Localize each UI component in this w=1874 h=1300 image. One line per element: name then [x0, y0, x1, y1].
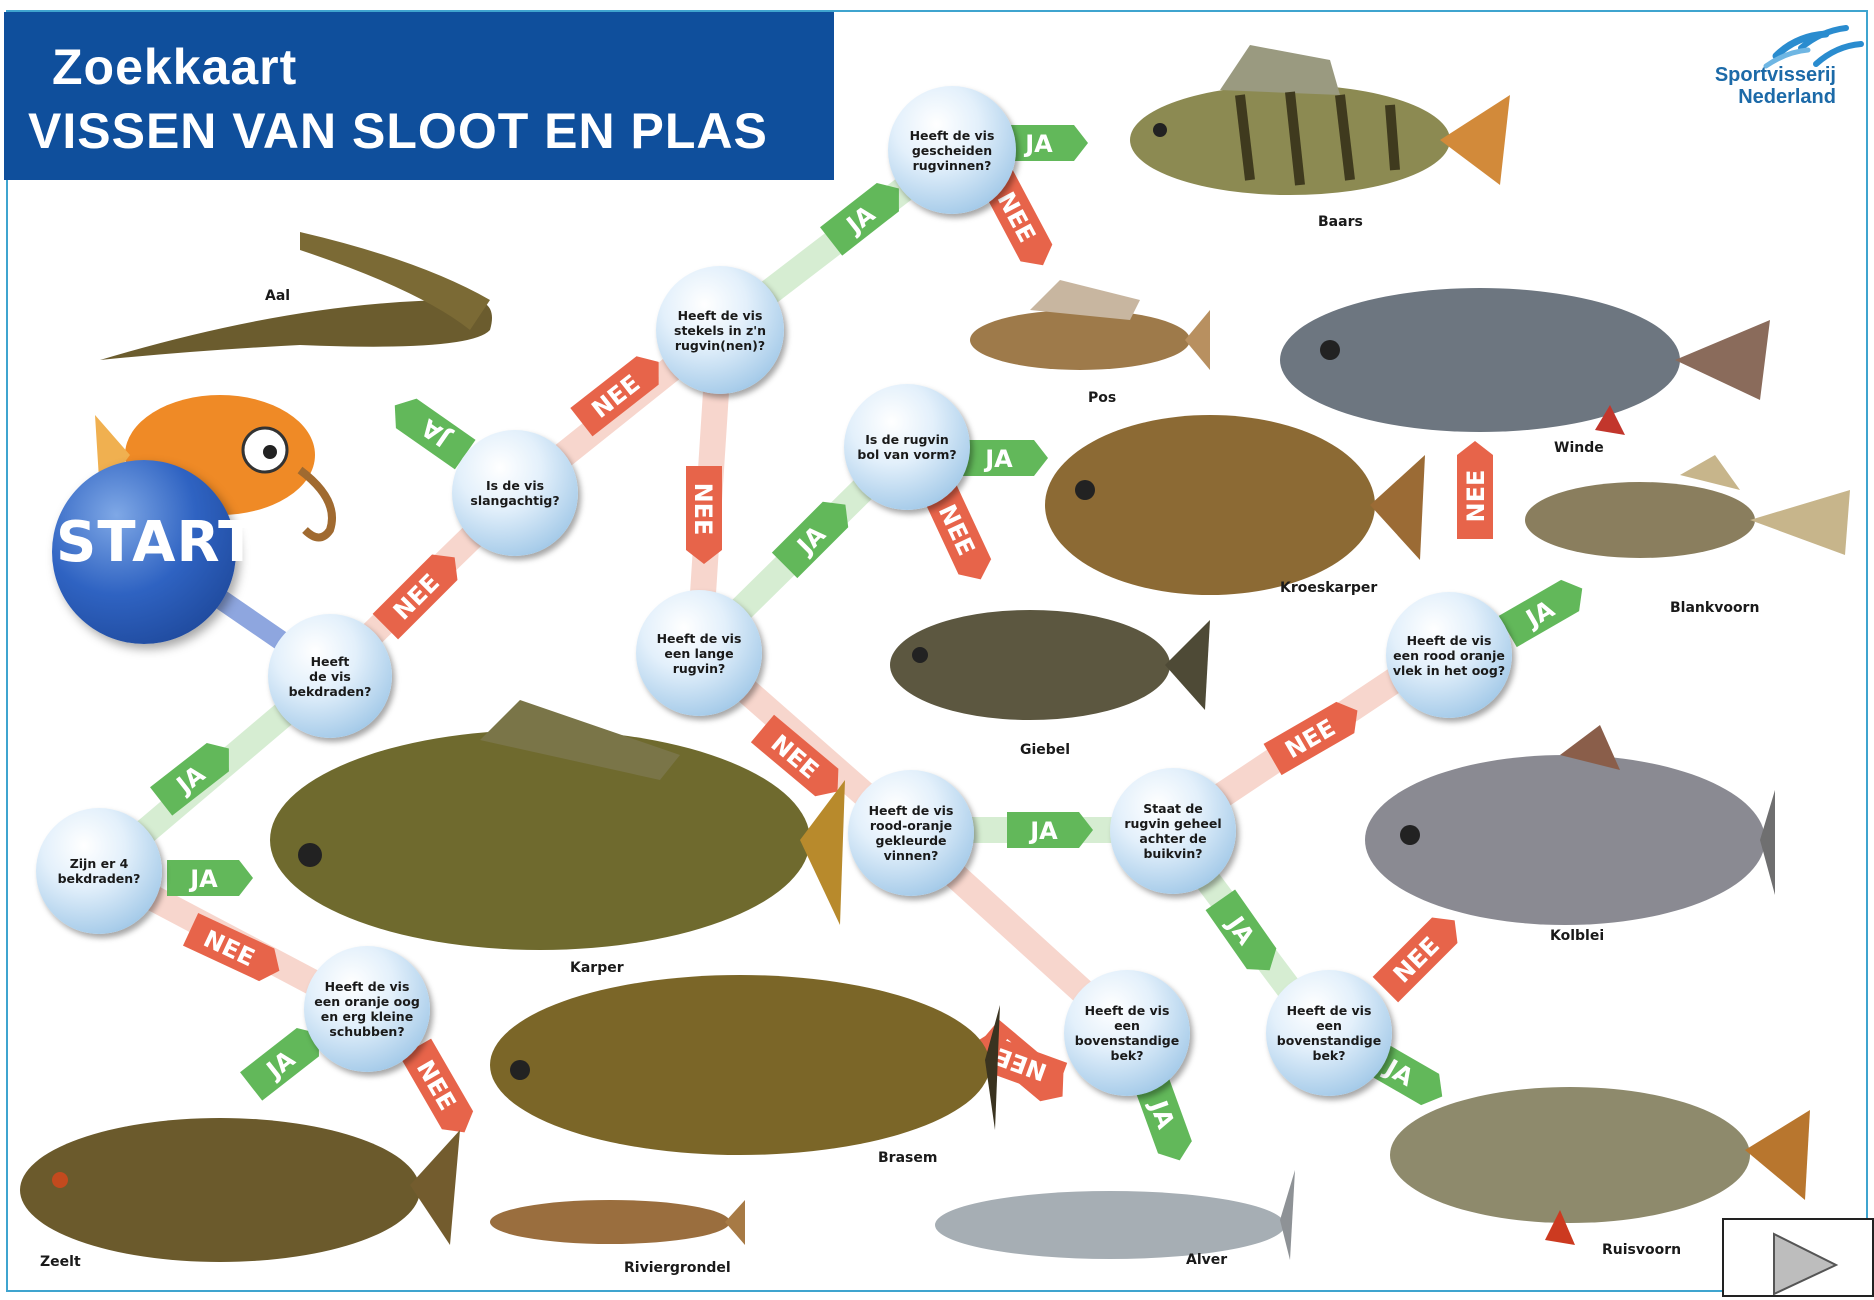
question-gescheiden-rugvinnen[interactable]: Heeft de vis gescheiden rugvinnen? — [888, 86, 1016, 214]
start-label: START — [56, 510, 257, 575]
fish-label-pos: Pos — [1088, 390, 1116, 406]
next-slide-button[interactable] — [1722, 1218, 1874, 1297]
question-bovenstandig1-text: Heeft de vis een bovenstandige bek? — [1075, 1003, 1179, 1063]
fish-label-kolblei: Kolblei — [1550, 928, 1604, 944]
fish-label-baars: Baars — [1318, 214, 1363, 230]
question-bol-text: Is de rugvin bol van vorm? — [857, 432, 956, 462]
question-slangachtig[interactable]: Is de vis slangachtig? — [452, 430, 578, 556]
ide-image — [1280, 288, 1770, 435]
question-rugvin-achter-text: Staat de rugvin geheel achter de buikvin… — [1124, 801, 1221, 861]
question-slangachtig-text: Is de vis slangachtig? — [470, 478, 559, 508]
crucian-carp-image — [1045, 415, 1425, 595]
fish-label-karper: Karper — [570, 960, 624, 976]
question-lange-rugvin-text: Heeft de vis een lange rugvin? — [657, 631, 742, 676]
question-gescheiden-text: Heeft de vis gescheiden rugvinnen? — [910, 128, 995, 173]
fish-label-winde: Winde — [1554, 440, 1604, 456]
fish-label-kroeskarper: Kroeskarper — [1280, 580, 1377, 596]
fish-label-ruisvoorn: Ruisvoorn — [1602, 1242, 1681, 1258]
question-bovenstandige-bek-2[interactable]: Heeft de vis een bovenstandige bek? — [1266, 970, 1392, 1096]
fish-label-alver: Alver — [1186, 1252, 1227, 1268]
prussian-carp-image — [890, 610, 1210, 720]
bleak-image — [935, 1170, 1295, 1260]
fish-label-aal: Aal — [265, 288, 290, 304]
gudgeon-image — [490, 1200, 745, 1245]
question-stekels[interactable]: Heeft de vis stekels in z'n rugvin(nen)? — [656, 266, 784, 394]
perch-image — [1130, 45, 1510, 195]
question-stekels-text: Heeft de vis stekels in z'n rugvin(nen)? — [674, 308, 766, 353]
question-bekdraden[interactable]: Heeft de vis bekdraden? — [268, 614, 392, 738]
fish-label-riviergrondel: Riviergrondel — [624, 1260, 731, 1276]
question-bekdraden-text: Heeft de vis bekdraden? — [289, 654, 372, 699]
eel-image — [100, 232, 492, 360]
question-oranje-oog-text: Heeft de vis een oranje oog en erg klein… — [314, 979, 420, 1039]
question-rugvin-bol[interactable]: Is de rugvin bol van vorm? — [844, 384, 970, 510]
question-vlek-oog-text: Heeft de vis een rood oranje vlek in het… — [1393, 633, 1505, 678]
fish-label-blankvoorn: Blankvoorn — [1670, 600, 1759, 616]
fish-label-brasem: Brasem — [878, 1150, 937, 1166]
question-bovenstandige-bek-1[interactable]: Heeft de vis een bovenstandige bek? — [1064, 970, 1190, 1096]
fish-label-giebel: Giebel — [1020, 742, 1070, 758]
question-roodoranje-text: Heeft de vis rood-oranje gekleurde vinne… — [869, 803, 954, 863]
question-vlek-in-oog[interactable]: Heeft de vis een rood oranje vlek in het… — [1386, 592, 1512, 718]
question-lange-rugvin[interactable]: Heeft de vis een lange rugvin? — [636, 590, 762, 716]
question-oranje-oog[interactable]: Heeft de vis een oranje oog en erg klein… — [304, 946, 430, 1072]
silver-bream-image — [1365, 725, 1775, 925]
roach-image — [1525, 455, 1850, 558]
question-rugvin-achter-buikvin[interactable]: Staat de rugvin geheel achter de buikvin… — [1110, 768, 1236, 894]
tench-image — [20, 1118, 460, 1262]
ruffe-image — [970, 280, 1210, 370]
question-vier-bekdraden-text: Zijn er 4 bekdraden? — [58, 856, 141, 886]
question-bovenstandig2-text: Heeft de vis een bovenstandige bek? — [1277, 1003, 1381, 1063]
fish-label-zeelt: Zeelt — [40, 1254, 81, 1270]
carp-image — [270, 700, 845, 950]
bream-image — [490, 975, 1000, 1155]
question-rood-oranje-vinnen[interactable]: Heeft de vis rood-oranje gekleurde vinne… — [848, 770, 974, 896]
question-vier-bekdraden[interactable]: Zijn er 4 bekdraden? — [36, 808, 162, 934]
play-triangle-icon — [1724, 1220, 1872, 1295]
